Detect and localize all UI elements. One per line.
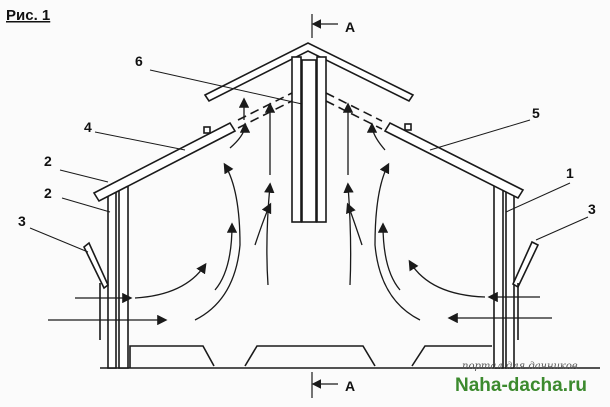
label-1: 1: [566, 165, 574, 181]
right-wall-post-outer: [505, 191, 515, 369]
foundation-bump: [244, 345, 376, 367]
center-post-left: [291, 56, 302, 223]
right-shutter: [511, 240, 540, 289]
watermark-site: Naha-dacha.ru: [455, 375, 587, 396]
section-label-bottom: A: [345, 378, 355, 394]
label-6: 6: [135, 53, 143, 69]
figure-title: Рис. 1: [6, 7, 50, 24]
center-roof: [203, 42, 415, 103]
airflow-arrows: [48, 97, 552, 326]
label-leaders: [29, 69, 589, 253]
right-roof-stop: [404, 123, 412, 131]
label-2-wall: 2: [44, 185, 52, 201]
watermark-subtitle: портал для дачников: [462, 361, 578, 372]
label-3-right: 3: [588, 201, 596, 217]
left-wall-post: [107, 191, 117, 369]
label-5: 5: [532, 105, 540, 121]
label-2-roof: 2: [44, 153, 52, 169]
left-roof-stop: [203, 126, 211, 134]
label-4: 4: [84, 119, 92, 135]
right-roof-board: [383, 121, 525, 200]
label-3-left: 3: [18, 213, 26, 229]
center-post-mid: [301, 59, 317, 223]
center-post-right: [316, 56, 327, 223]
left-roof-board: [92, 121, 237, 203]
right-wall-post: [493, 185, 504, 369]
section-label-top: A: [345, 19, 355, 35]
left-shutter: [83, 241, 109, 290]
left-wall-post-inner: [118, 185, 129, 369]
foundation-bump: [129, 345, 215, 368]
foundation-bump: [411, 345, 492, 367]
